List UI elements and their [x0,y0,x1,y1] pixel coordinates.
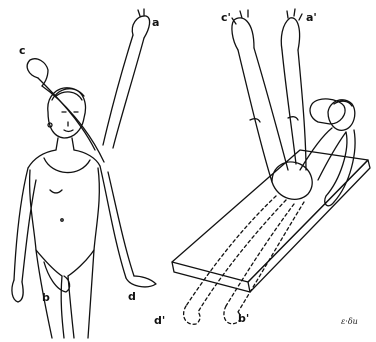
label-c: c [19,45,26,56]
label-d-prime: d' [154,315,165,326]
label-a-prime: a' [306,12,317,23]
label-a: a [152,17,159,28]
standing-woman-figure [12,9,156,338]
label-b-prime: b' [238,313,249,324]
label-c-prime: c' [221,12,231,23]
artist-signature: ε·δu [341,317,358,326]
label-d: d [128,291,136,302]
label-b: b [42,292,50,303]
lying-woman-figure [172,9,370,324]
